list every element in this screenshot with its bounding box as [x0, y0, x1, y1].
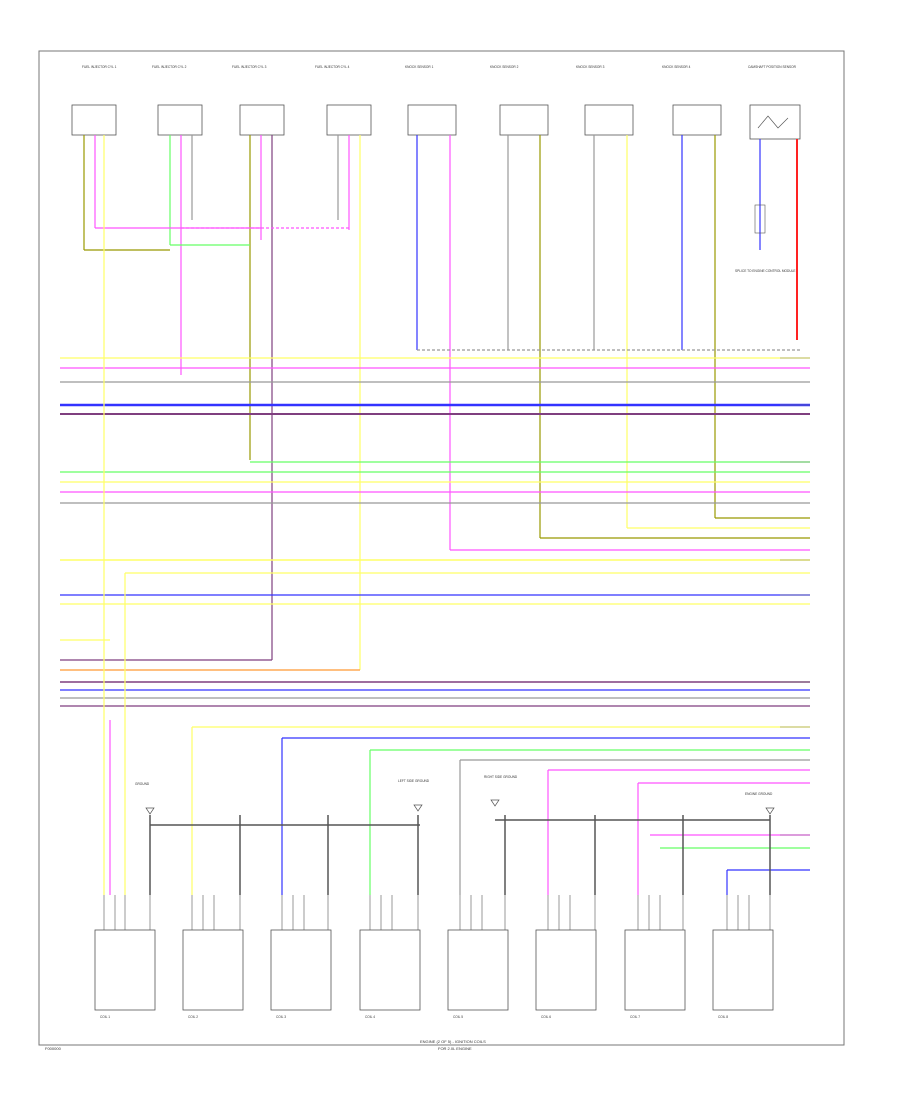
splice-label: SPLICE TO ENGINE CONTROL MODULE	[735, 269, 796, 273]
top-component-8: KNOCK SENSOR 4	[662, 65, 722, 136]
top-component-label: FUEL INJECTOR CYL 4	[315, 65, 350, 69]
ground-labels: GROUND LEFT SIDE GROUND RIGHT SIDE GROUN…	[135, 775, 775, 815]
top-component-label: FUEL INJECTOR CYL 1	[82, 65, 117, 69]
coil-5: COIL 5	[447, 895, 509, 1019]
footer-subtitle: FOR 2.0L ENGINE	[438, 1046, 472, 1051]
top-component-label: CAMSHAFT POSITION SENSOR	[748, 65, 797, 69]
coil-6: COIL 6	[535, 895, 597, 1019]
coil-4: COIL 4	[359, 895, 421, 1019]
coil-label: COIL 3	[276, 1015, 286, 1019]
page-code: F000000	[45, 1046, 62, 1051]
top-component-2: FUEL INJECTOR CYL 2	[152, 65, 203, 136]
top-component-6: KNOCK SENSOR 2	[490, 65, 549, 136]
coil-3: COIL 3	[270, 895, 332, 1019]
ground-label: LEFT SIDE GROUND	[398, 779, 430, 783]
top-component-label: KNOCK SENSOR 1	[405, 65, 434, 69]
footer: ENGINE (2 OF 5) - IGNITION COILS FOR 2.0…	[45, 1039, 486, 1051]
top-component-1: FUEL INJECTOR CYL 1	[71, 65, 117, 136]
top-wires	[83, 135, 800, 670]
ignition-coils: COIL 1 COIL 2 COIL 3 COIL 4	[94, 895, 774, 1019]
ground-label: GROUND	[135, 782, 150, 786]
coil-label: COIL 8	[718, 1015, 728, 1019]
top-component-label: FUEL INJECTOR CYL 3	[232, 65, 267, 69]
coil-8: COIL 8	[712, 895, 774, 1019]
bus-wires	[60, 357, 810, 871]
coil-2: COIL 2	[182, 895, 244, 1019]
right-connector-labels	[780, 357, 810, 836]
coil-label: COIL 7	[630, 1015, 640, 1019]
coil-1: COIL 1	[94, 895, 156, 1019]
top-component-label: KNOCK SENSOR 3	[576, 65, 605, 69]
ground-label: RIGHT SIDE GROUND	[484, 775, 518, 779]
coil-label: COIL 6	[541, 1015, 551, 1019]
top-component-label: FUEL INJECTOR CYL 2	[152, 65, 187, 69]
coil-label: COIL 2	[188, 1015, 198, 1019]
top-component-5: KNOCK SENSOR 1	[405, 65, 457, 136]
coil-label: COIL 1	[100, 1015, 110, 1019]
top-components: FUEL INJECTOR CYL 1 FUEL INJECTOR CYL 2 …	[71, 65, 801, 140]
splice-note: SPLICE TO ENGINE CONTROL MODULE	[735, 204, 796, 273]
top-component-7: KNOCK SENSOR 3	[576, 65, 634, 136]
coil-label: COIL 5	[453, 1015, 463, 1019]
footer-title: ENGINE (2 OF 5) - IGNITION COILS	[420, 1039, 486, 1044]
top-component-9: CAMSHAFT POSITION SENSOR	[748, 65, 801, 140]
ground-bus	[149, 815, 771, 895]
coil-label: COIL 4	[365, 1015, 375, 1019]
ground-label: ENGINE GROUND	[745, 792, 773, 796]
coil-drops	[103, 220, 728, 895]
top-component-3: FUEL INJECTOR CYL 3	[232, 65, 285, 136]
top-component-label: KNOCK SENSOR 4	[662, 65, 691, 69]
coil-7: COIL 7	[624, 895, 686, 1019]
diagram-frame	[38, 50, 845, 1046]
top-component-4: FUEL INJECTOR CYL 4	[315, 65, 372, 136]
top-component-label: KNOCK SENSOR 2	[490, 65, 519, 69]
